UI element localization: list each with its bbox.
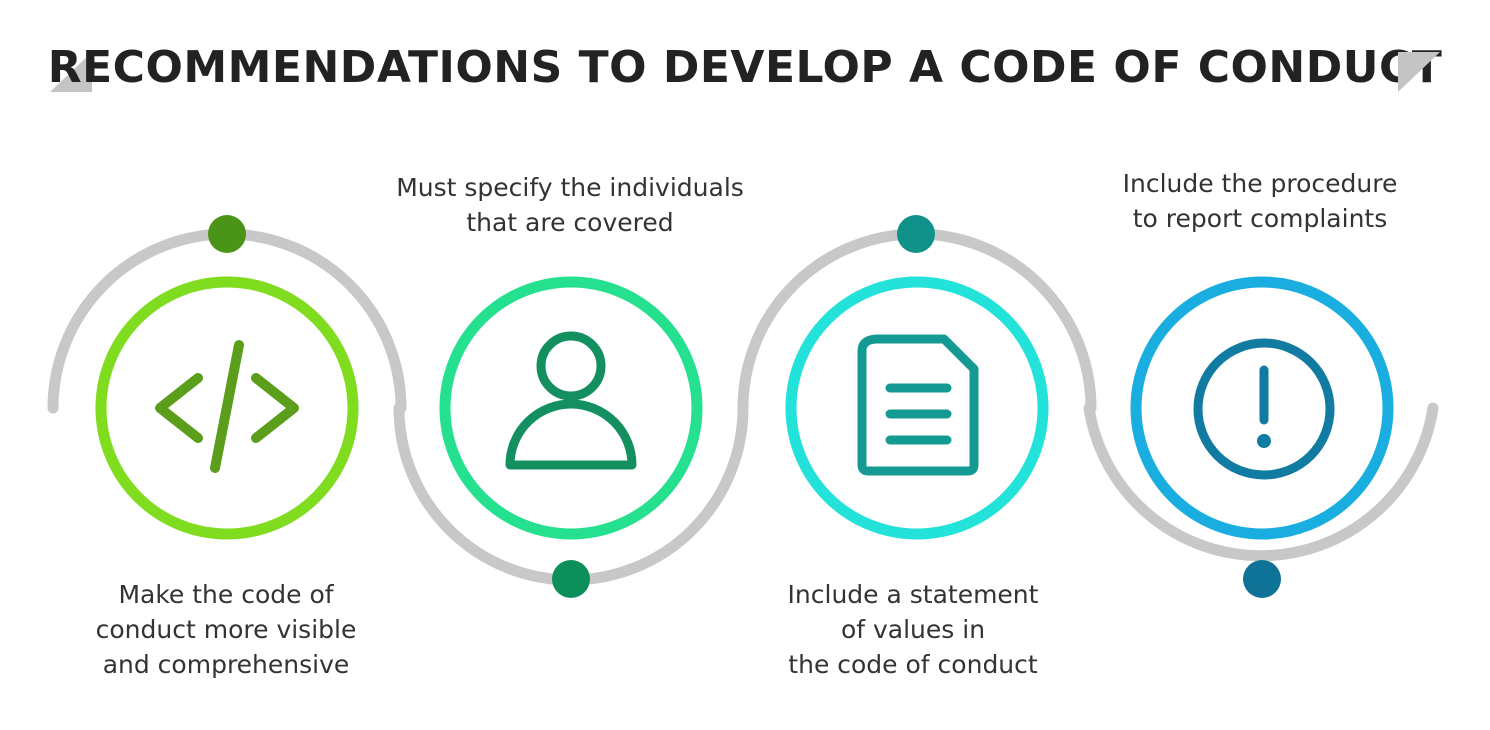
step-3-ring: [785, 276, 1049, 540]
step-4-label: Include the procedure to report complain…: [1095, 166, 1425, 236]
step-3: [785, 215, 1049, 540]
step-2-label-line-2: that are covered: [466, 208, 674, 237]
step-2-label-line-1: Must specify the individuals: [396, 173, 744, 202]
step-1-dot: [208, 215, 246, 253]
left-triangle-decoration: [50, 52, 92, 92]
track-arc-4: [1083, 402, 1439, 562]
document-icon: [857, 334, 979, 476]
alert-icon: [1193, 338, 1335, 480]
code-icon: [155, 340, 299, 473]
step-3-label: Include a statement of values in the cod…: [753, 577, 1073, 682]
step-4-label-line-1: Include the procedure: [1122, 169, 1398, 198]
step-1-label-line-3: and comprehensive: [102, 650, 350, 679]
page-title: RECOMMENDATIONS TO DEVELOP A CODE OF CON…: [47, 42, 1443, 93]
step-4: [1130, 276, 1394, 598]
step-3-dot: [897, 215, 935, 253]
step-1-label: Make the code of conduct more visible an…: [66, 577, 386, 682]
step-1-label-line-1: Make the code of: [118, 580, 334, 609]
step-3-label-line-1: Include a statement: [787, 580, 1039, 609]
step-1-label-line-2: conduct more visible: [95, 615, 357, 644]
step-3-label-line-3: the code of conduct: [788, 650, 1038, 679]
step-3-label-line-2: of values in: [840, 615, 986, 644]
step-2: [439, 276, 703, 598]
right-triangle-decoration: [1398, 52, 1440, 92]
step-2-label: Must specify the individuals that are co…: [370, 170, 770, 240]
step-2-dot: [552, 560, 590, 598]
header: RECOMMENDATIONS TO DEVELOP A CODE OF CON…: [0, 38, 1490, 108]
step-4-dot: [1243, 560, 1281, 598]
step-1: [95, 215, 359, 540]
person-icon: [505, 331, 637, 470]
step-4-label-line-2: to report complaints: [1132, 204, 1388, 233]
